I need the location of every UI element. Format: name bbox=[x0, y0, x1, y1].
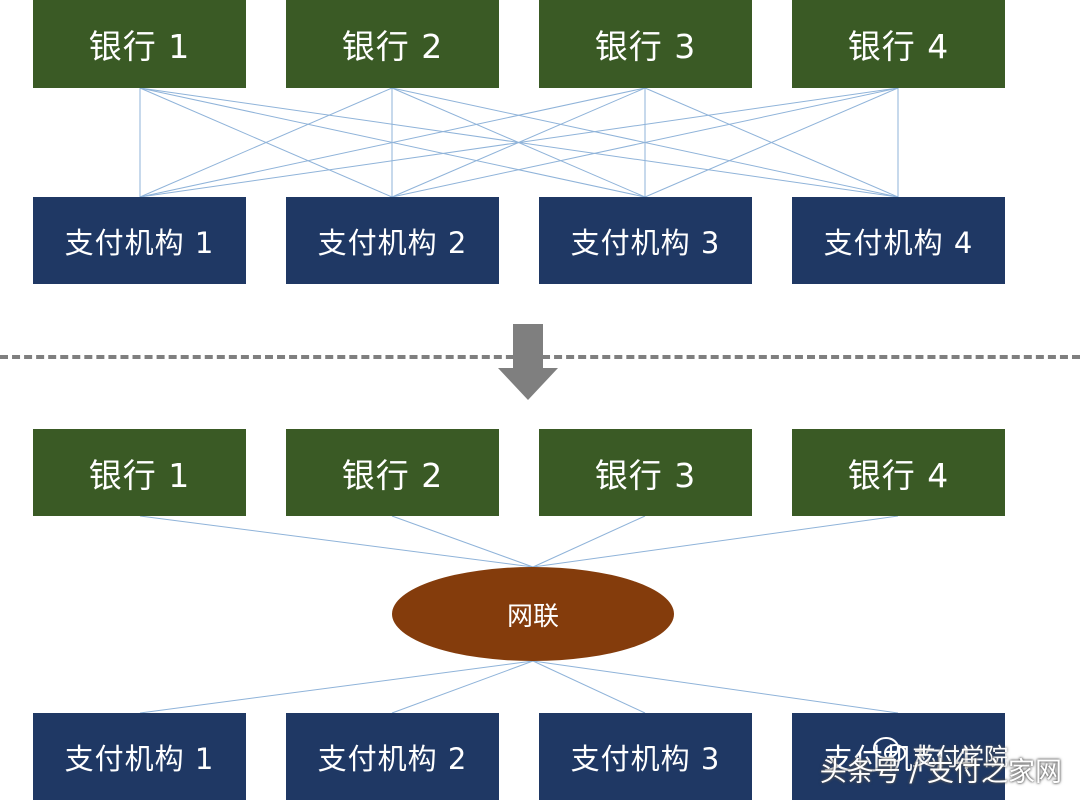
bank-2-box-before: 银行 2 bbox=[286, 0, 499, 88]
bank-1-box-after: 银行 1 bbox=[33, 429, 246, 516]
bank-1-box-before: 银行 1 bbox=[33, 0, 246, 88]
wechat-icon bbox=[873, 737, 906, 762]
hub-ellipse: 网联 bbox=[392, 567, 674, 661]
payment-institution-1-box-before: 支付机构 1 bbox=[33, 197, 246, 284]
payment-institution-4-box-before: 支付机构 4 bbox=[792, 197, 1005, 284]
watermark-account: 支付学院 bbox=[912, 743, 1008, 771]
bank-3-box-after: 银行 3 bbox=[539, 429, 752, 516]
down-arrow-icon bbox=[498, 324, 558, 400]
payment-institution-1-box-after: 支付机构 1 bbox=[33, 713, 246, 800]
bank-4-box-after: 银行 4 bbox=[792, 429, 1005, 516]
payment-institution-2-box-before: 支付机构 2 bbox=[286, 197, 499, 284]
bank-3-box-before: 银行 3 bbox=[539, 0, 752, 88]
payment-institution-3-box-after: 支付机构 3 bbox=[539, 713, 752, 800]
bank-4-box-before: 银行 4 bbox=[792, 0, 1005, 88]
payment-institution-2-box-after: 支付机构 2 bbox=[286, 713, 499, 800]
payment-institution-4-box-after: 支付机构 4 bbox=[792, 713, 1005, 800]
watermark-source: 头条号 / 支付之家网 bbox=[819, 757, 1062, 788]
bank-2-box-after: 银行 2 bbox=[286, 429, 499, 516]
payment-institution-3-box-before: 支付机构 3 bbox=[539, 197, 752, 284]
